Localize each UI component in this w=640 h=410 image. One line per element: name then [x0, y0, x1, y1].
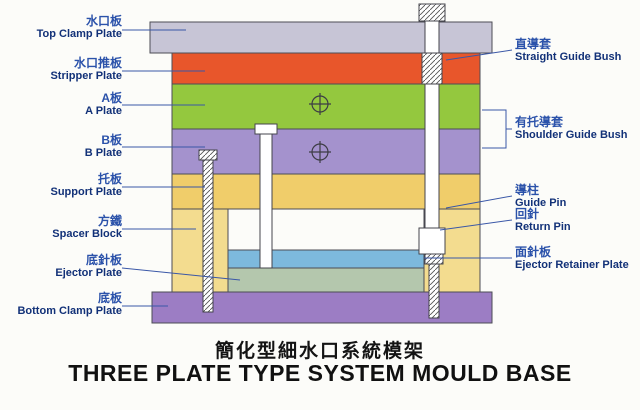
return-pin-head	[198, 149, 218, 161]
diagram-title-en: THREE PLATE TYPE SYSTEM MOULD BASE	[68, 360, 572, 386]
label-cn: 托板	[97, 172, 122, 186]
label-cn: 有托導套	[515, 115, 564, 129]
label-en: Guide Pin	[515, 197, 567, 209]
plate-ejector	[227, 267, 425, 293]
label-cn: 底針板	[85, 253, 122, 267]
label-ejector-retainer-plate: 面針板 Ejector Retainer Plate	[515, 246, 639, 272]
diagram-title-cn: 簡化型細水口系統模架	[214, 341, 425, 362]
label-a-plate: A板 A Plate	[0, 92, 122, 118]
label-en: Return Pin	[515, 221, 571, 233]
label-cn: 直導套	[515, 37, 552, 51]
label-en: Ejector Plate	[55, 267, 122, 279]
leader-ejector-plate	[121, 267, 241, 281]
label-en: B Plate	[84, 147, 122, 159]
label-bottom-clamp-plate: 底板 Bottom Clamp Plate	[0, 292, 122, 318]
leader-guide-pin	[445, 195, 513, 209]
label-en: A Plate	[85, 105, 122, 117]
label-cn: 回針	[515, 207, 540, 221]
guide-pin-head	[418, 3, 446, 22]
leader-shoulder-guide-bush	[482, 109, 512, 149]
lower-pin-shaft	[428, 263, 440, 319]
label-en: Top Clamp Plate	[36, 28, 122, 40]
label-ejector-plate: 底針板 Ejector Plate	[0, 254, 122, 280]
center-pin-head	[254, 123, 278, 135]
label-support-plate: 托板 Support Plate	[0, 173, 122, 199]
lower-pin-head	[424, 253, 444, 265]
label-stripper-plate: 水口推板 Stripper Plate	[0, 57, 122, 83]
plate-top-clamp	[149, 21, 493, 54]
label-cn: 水口推板	[73, 56, 122, 70]
label-guide-pin: 導柱 Guide Pin	[515, 184, 639, 210]
label-en: Straight Guide Bush	[515, 51, 622, 63]
label-en: Stripper Plate	[50, 70, 122, 82]
leader-lines	[121, 29, 513, 307]
leader-straight-guide-bush	[445, 49, 513, 61]
label-cn: 底板	[97, 291, 122, 305]
center-pin-shaft	[259, 133, 273, 269]
label-en: Spacer Block	[52, 228, 122, 240]
label-cn: B板	[101, 133, 122, 147]
spacer-block-left	[171, 208, 229, 293]
label-en: Shoulder Guide Bush	[515, 129, 628, 141]
pins	[198, 3, 446, 319]
label-cn: 方鐵	[97, 214, 122, 228]
plate-ejector-retainer	[227, 249, 425, 269]
label-en: Support Plate	[50, 186, 122, 198]
label-en: Ejector Retainer Plate	[515, 259, 629, 271]
label-b-plate: B板 B Plate	[0, 134, 122, 160]
center-marks	[309, 93, 331, 163]
label-cn: A板	[101, 91, 122, 105]
straight-guide-bush	[421, 52, 443, 85]
label-spacer-block: 方鐵 Spacer Block	[0, 215, 122, 241]
label-straight-guide-bush: 直導套 Straight Guide Bush	[515, 38, 639, 64]
label-cn: 面針板	[515, 245, 552, 259]
return-pin-shaft	[202, 159, 214, 313]
label-shoulder-guide-bush: 有托導套 Shoulder Guide Bush	[515, 116, 639, 142]
label-cn: 水口板	[85, 14, 122, 28]
guide-pin-foot	[418, 227, 446, 255]
label-return-pin: 回針 Return Pin	[515, 208, 639, 234]
label-top-clamp-plate: 水口板 Top Clamp Plate	[0, 15, 122, 41]
label-en: Bottom Clamp Plate	[17, 305, 122, 317]
leader-return-pin	[439, 219, 513, 231]
label-cn: 導柱	[515, 183, 540, 197]
